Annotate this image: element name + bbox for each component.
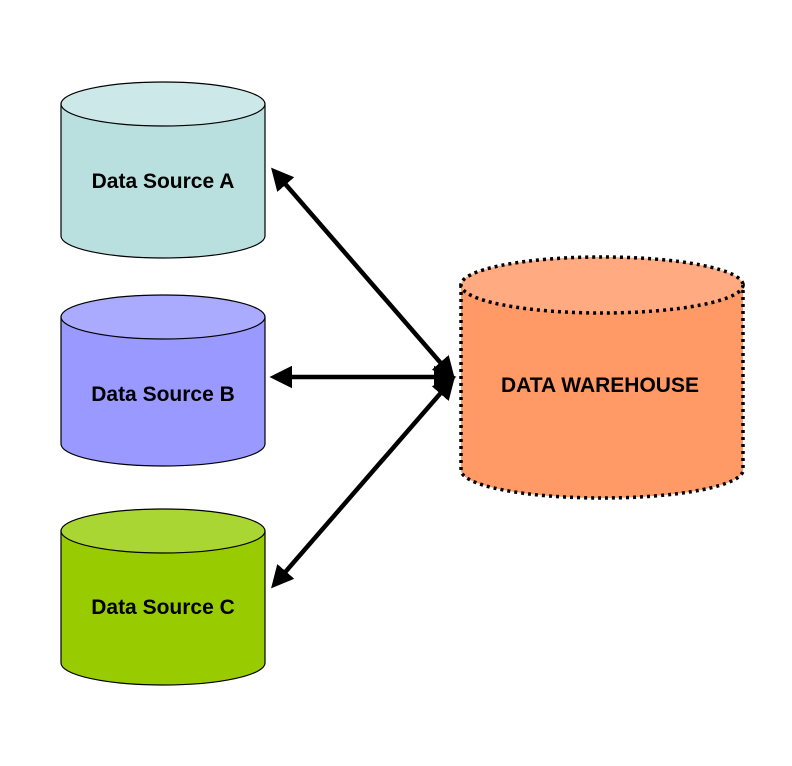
data-source-c-top	[60, 508, 266, 554]
data-source-a-top	[60, 81, 266, 127]
data-source-b-body	[60, 316, 266, 467]
data-source-c-body	[60, 530, 266, 686]
data-source-b-top	[60, 294, 266, 340]
data-warehouse-body	[459, 283, 745, 500]
data-source-c-cylinder: Data Source C	[60, 508, 266, 686]
data-source-a-body	[60, 103, 266, 259]
data-source-c-label: Data Source C	[91, 596, 235, 619]
data-source-b-label: Data Source B	[91, 383, 235, 406]
data-warehouse-label: DATA WAREHOUSE	[501, 374, 699, 397]
arrow-warehouse-to-source-c	[271, 376, 455, 589]
data-warehouse-cylinder: DATA WAREHOUSE	[459, 255, 745, 500]
data-warehouse-top	[459, 255, 745, 315]
data-source-a-label: Data Source A	[92, 170, 235, 193]
arrow-warehouse-to-source-a	[271, 167, 455, 380]
data-source-b-cylinder: Data Source B	[60, 294, 266, 467]
data-source-a-cylinder: Data Source A	[60, 81, 266, 259]
connections	[269, 167, 457, 589]
